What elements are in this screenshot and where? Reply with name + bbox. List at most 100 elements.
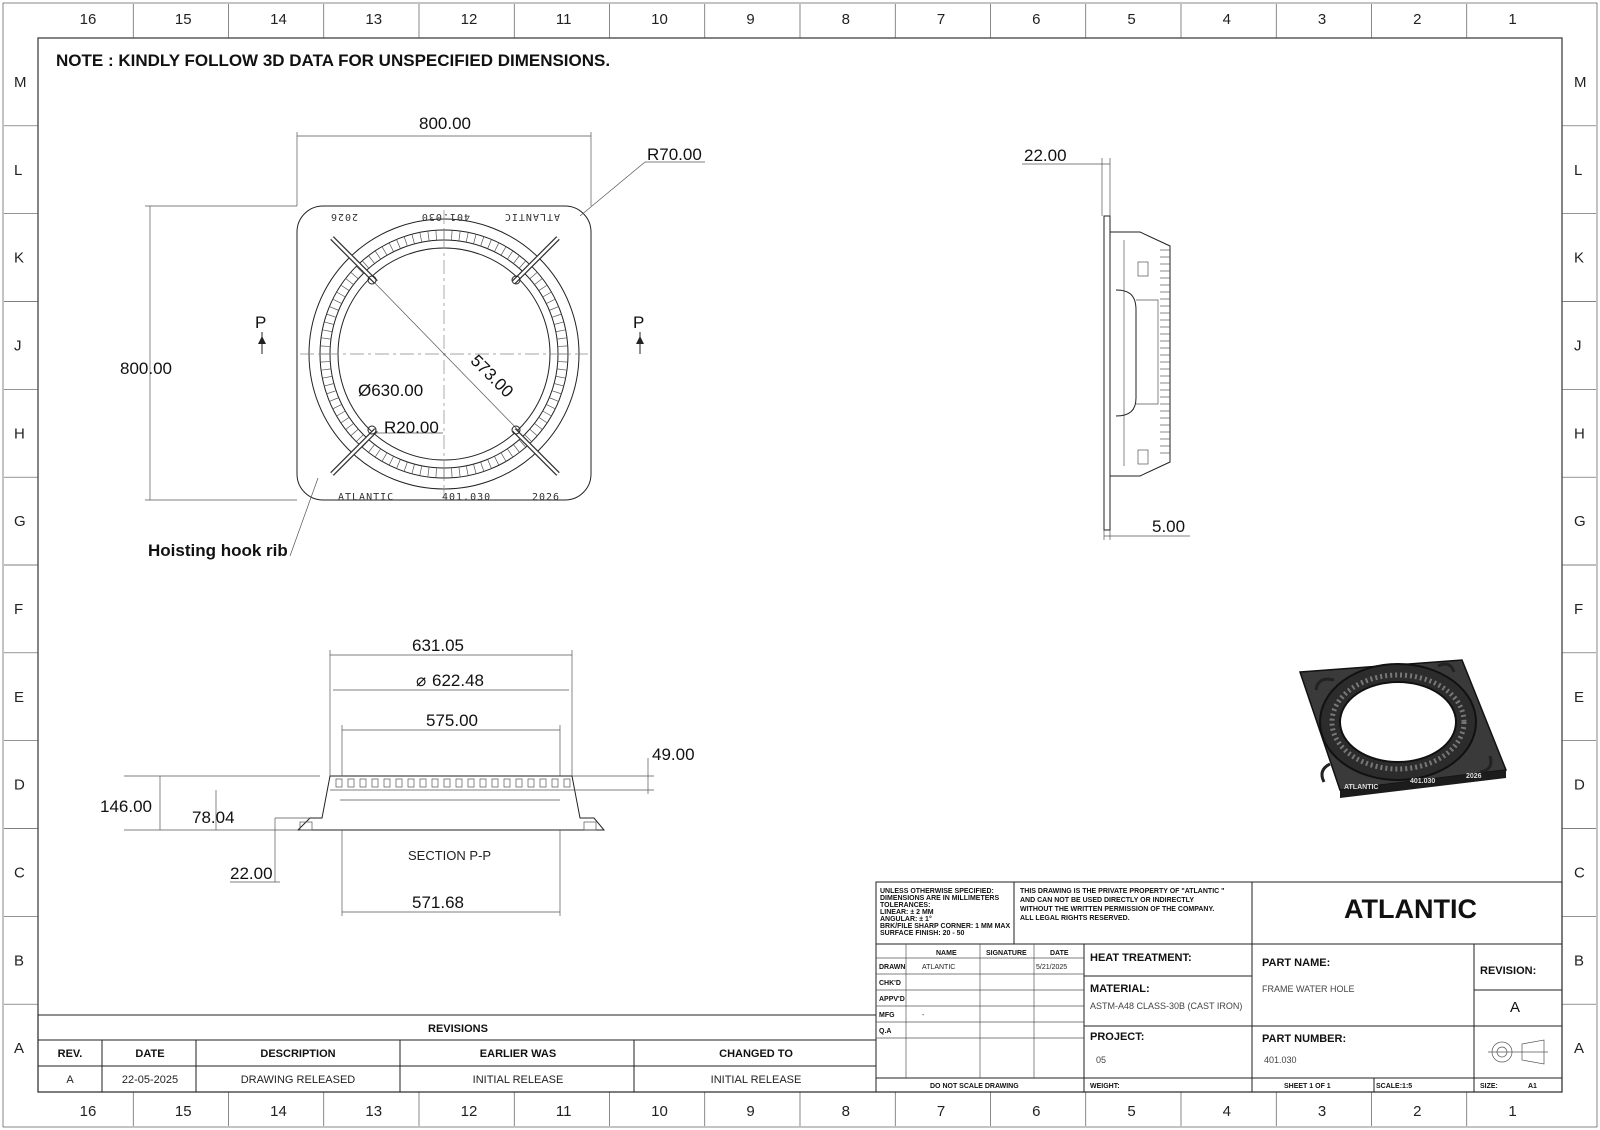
zone-col-bottom-9: 9 (746, 1103, 754, 1120)
zone-row-left-C: C (14, 864, 25, 881)
side-teeth (1160, 249, 1170, 454)
title-block: UNLESS OTHERWISE SPECIFIED:DIMENSIONS AR… (875, 881, 1563, 1093)
section-view: 631.05 ⌀ 622.48 575.00 49.00 146.00 78.0… (100, 636, 695, 916)
section-teeth (335, 778, 571, 788)
isometric-view: ATLANTIC 401.030 2026 (1298, 659, 1508, 798)
mid-height-dim: 78.04 (192, 808, 235, 827)
zone-col-bottom-11: 11 (556, 1103, 572, 1120)
zone-col-top-6: 6 (1032, 11, 1040, 28)
sign-header-signature: SIGNATURE (986, 950, 1027, 957)
zone-row-right-G: G (1574, 513, 1586, 530)
zone-row-right-B: B (1574, 952, 1584, 969)
tolerance-line: BRK/FILE SHARP CORNER: 1 MM MAX (880, 923, 1010, 930)
flange-height-dim: 22.00 (230, 864, 273, 883)
zone-col-bottom-15: 15 (175, 1103, 192, 1120)
lip-height-dim: 49.00 (652, 745, 695, 764)
zone-col-top-15: 15 (175, 11, 192, 28)
zone-row-left-L: L (14, 162, 22, 179)
zone-col-top-13: 13 (365, 11, 382, 28)
outer-width-dim: 631.05 (412, 636, 464, 655)
weight-label: WEIGHT: (1090, 1083, 1120, 1090)
sign-role: Q.A (879, 1028, 891, 1035)
zone-col-top-12: 12 (461, 11, 478, 28)
zone-col-bottom-8: 8 (842, 1103, 850, 1120)
revisions-header-4: CHANGED TO (719, 1048, 793, 1060)
sign-role: MFG (879, 1012, 895, 1019)
diameter-dim-symbol: ⌀ (416, 671, 426, 690)
section-title: SECTION P-P (408, 848, 491, 863)
revisions-header-0: REV. (58, 1048, 83, 1060)
zone-row-left-A: A (14, 1040, 24, 1057)
iso-emboss-1: ATLANTIC (1344, 784, 1378, 791)
zone-row-left-J: J (14, 337, 22, 354)
revisions-header-3: EARLIER WAS (480, 1048, 556, 1060)
tolerance-line: LINEAR: ± 2 MM (880, 909, 934, 916)
revisions-header-2: DESCRIPTION (260, 1048, 335, 1060)
side-view: 22.00 5.00 (1022, 146, 1190, 540)
zone-col-bottom-4: 4 (1223, 1103, 1231, 1120)
zone-col-top-3: 3 (1318, 11, 1326, 28)
project-value: 05 (1096, 1055, 1106, 1065)
material-label: MATERIAL: (1090, 983, 1150, 995)
corner-radius-dim: R70.00 (647, 145, 702, 164)
part-number-value: 401.030 (1264, 1055, 1297, 1065)
revisions-cell: DRAWING RELEASED (241, 1074, 356, 1086)
diameter-dim: 622.48 (432, 671, 484, 690)
revisions-table: REVISIONS REV. DATE DESCRIPTION EARLIER WAS… (37, 1014, 877, 1093)
size-label: SIZE: (1480, 1083, 1498, 1090)
hoisting-hook-ribs (330, 236, 560, 476)
part-name-value: FRAME WATER HOLE (1262, 984, 1355, 994)
zone-col-top-9: 9 (746, 11, 754, 28)
svg-text:401.030: 401.030 (421, 211, 470, 222)
revisions-cell: 22-05-2025 (122, 1074, 178, 1086)
zone-row-left-K: K (14, 250, 24, 267)
revision-label: REVISION: (1480, 965, 1536, 977)
flange (1103, 215, 1111, 531)
sign-header-date: DATE (1050, 950, 1069, 957)
zone-col-bottom-12: 12 (461, 1103, 478, 1120)
sign-date: 5/21/2025 (1036, 964, 1067, 971)
revision-value: A (1510, 999, 1520, 1016)
company-logo-text: ATLANTIC (1344, 894, 1477, 924)
zone-row-left-H: H (14, 425, 25, 442)
section-mark-left: P (255, 313, 266, 332)
inner-diameter-dim: Ø630.00 (358, 381, 423, 400)
flange-thickness-dim: 22.00 (1024, 146, 1067, 165)
zone-col-bottom-7: 7 (937, 1103, 945, 1120)
zone-col-top-7: 7 (937, 11, 945, 28)
projection-symbol-icon (1488, 1039, 1548, 1065)
zone-col-top-10: 10 (651, 11, 668, 28)
zone-col-bottom-1: 1 (1508, 1103, 1516, 1120)
zone-col-top-16: 16 (80, 11, 97, 28)
zone-row-right-D: D (1574, 777, 1585, 794)
svg-text:ATLANTIC: ATLANTIC (504, 211, 560, 222)
iso-emboss-2: 401.030 (1410, 778, 1435, 785)
width-dim: 800.00 (419, 114, 471, 133)
inner-border (37, 37, 1563, 1093)
emboss-top: ATLANTIC 401.030 2026 (330, 211, 560, 222)
material-value: ASTM-A48 CLASS-30B (CAST IRON) (1090, 1001, 1242, 1011)
zone-row-right-A: A (1574, 1040, 1584, 1057)
revisions-title: REVISIONS (428, 1023, 488, 1035)
tolerance-line: TOLERANCES: (880, 902, 930, 909)
zone-col-top-14: 14 (270, 11, 287, 28)
emboss-bottom-3: 2026 (532, 492, 560, 503)
svg-text:2026: 2026 (330, 211, 358, 222)
offset-dim: 5.00 (1152, 517, 1185, 536)
zone-row-right-L: L (1574, 162, 1582, 179)
zone-col-bottom-3: 3 (1318, 1103, 1326, 1120)
zone-col-bottom-5: 5 (1127, 1103, 1135, 1120)
zone-col-bottom-14: 14 (270, 1103, 287, 1120)
revisions-cell: A (66, 1074, 74, 1086)
revisions-header-1: DATE (135, 1048, 164, 1060)
do-not-scale: DO NOT SCALE DRAWING (930, 1083, 1019, 1090)
zone-row-left-G: G (14, 513, 26, 530)
property-line: THIS DRAWING IS THE PRIVATE PROPERTY OF … (1020, 888, 1224, 895)
zone-col-bottom-6: 6 (1032, 1103, 1040, 1120)
sign-header-name: NAME (936, 950, 957, 957)
